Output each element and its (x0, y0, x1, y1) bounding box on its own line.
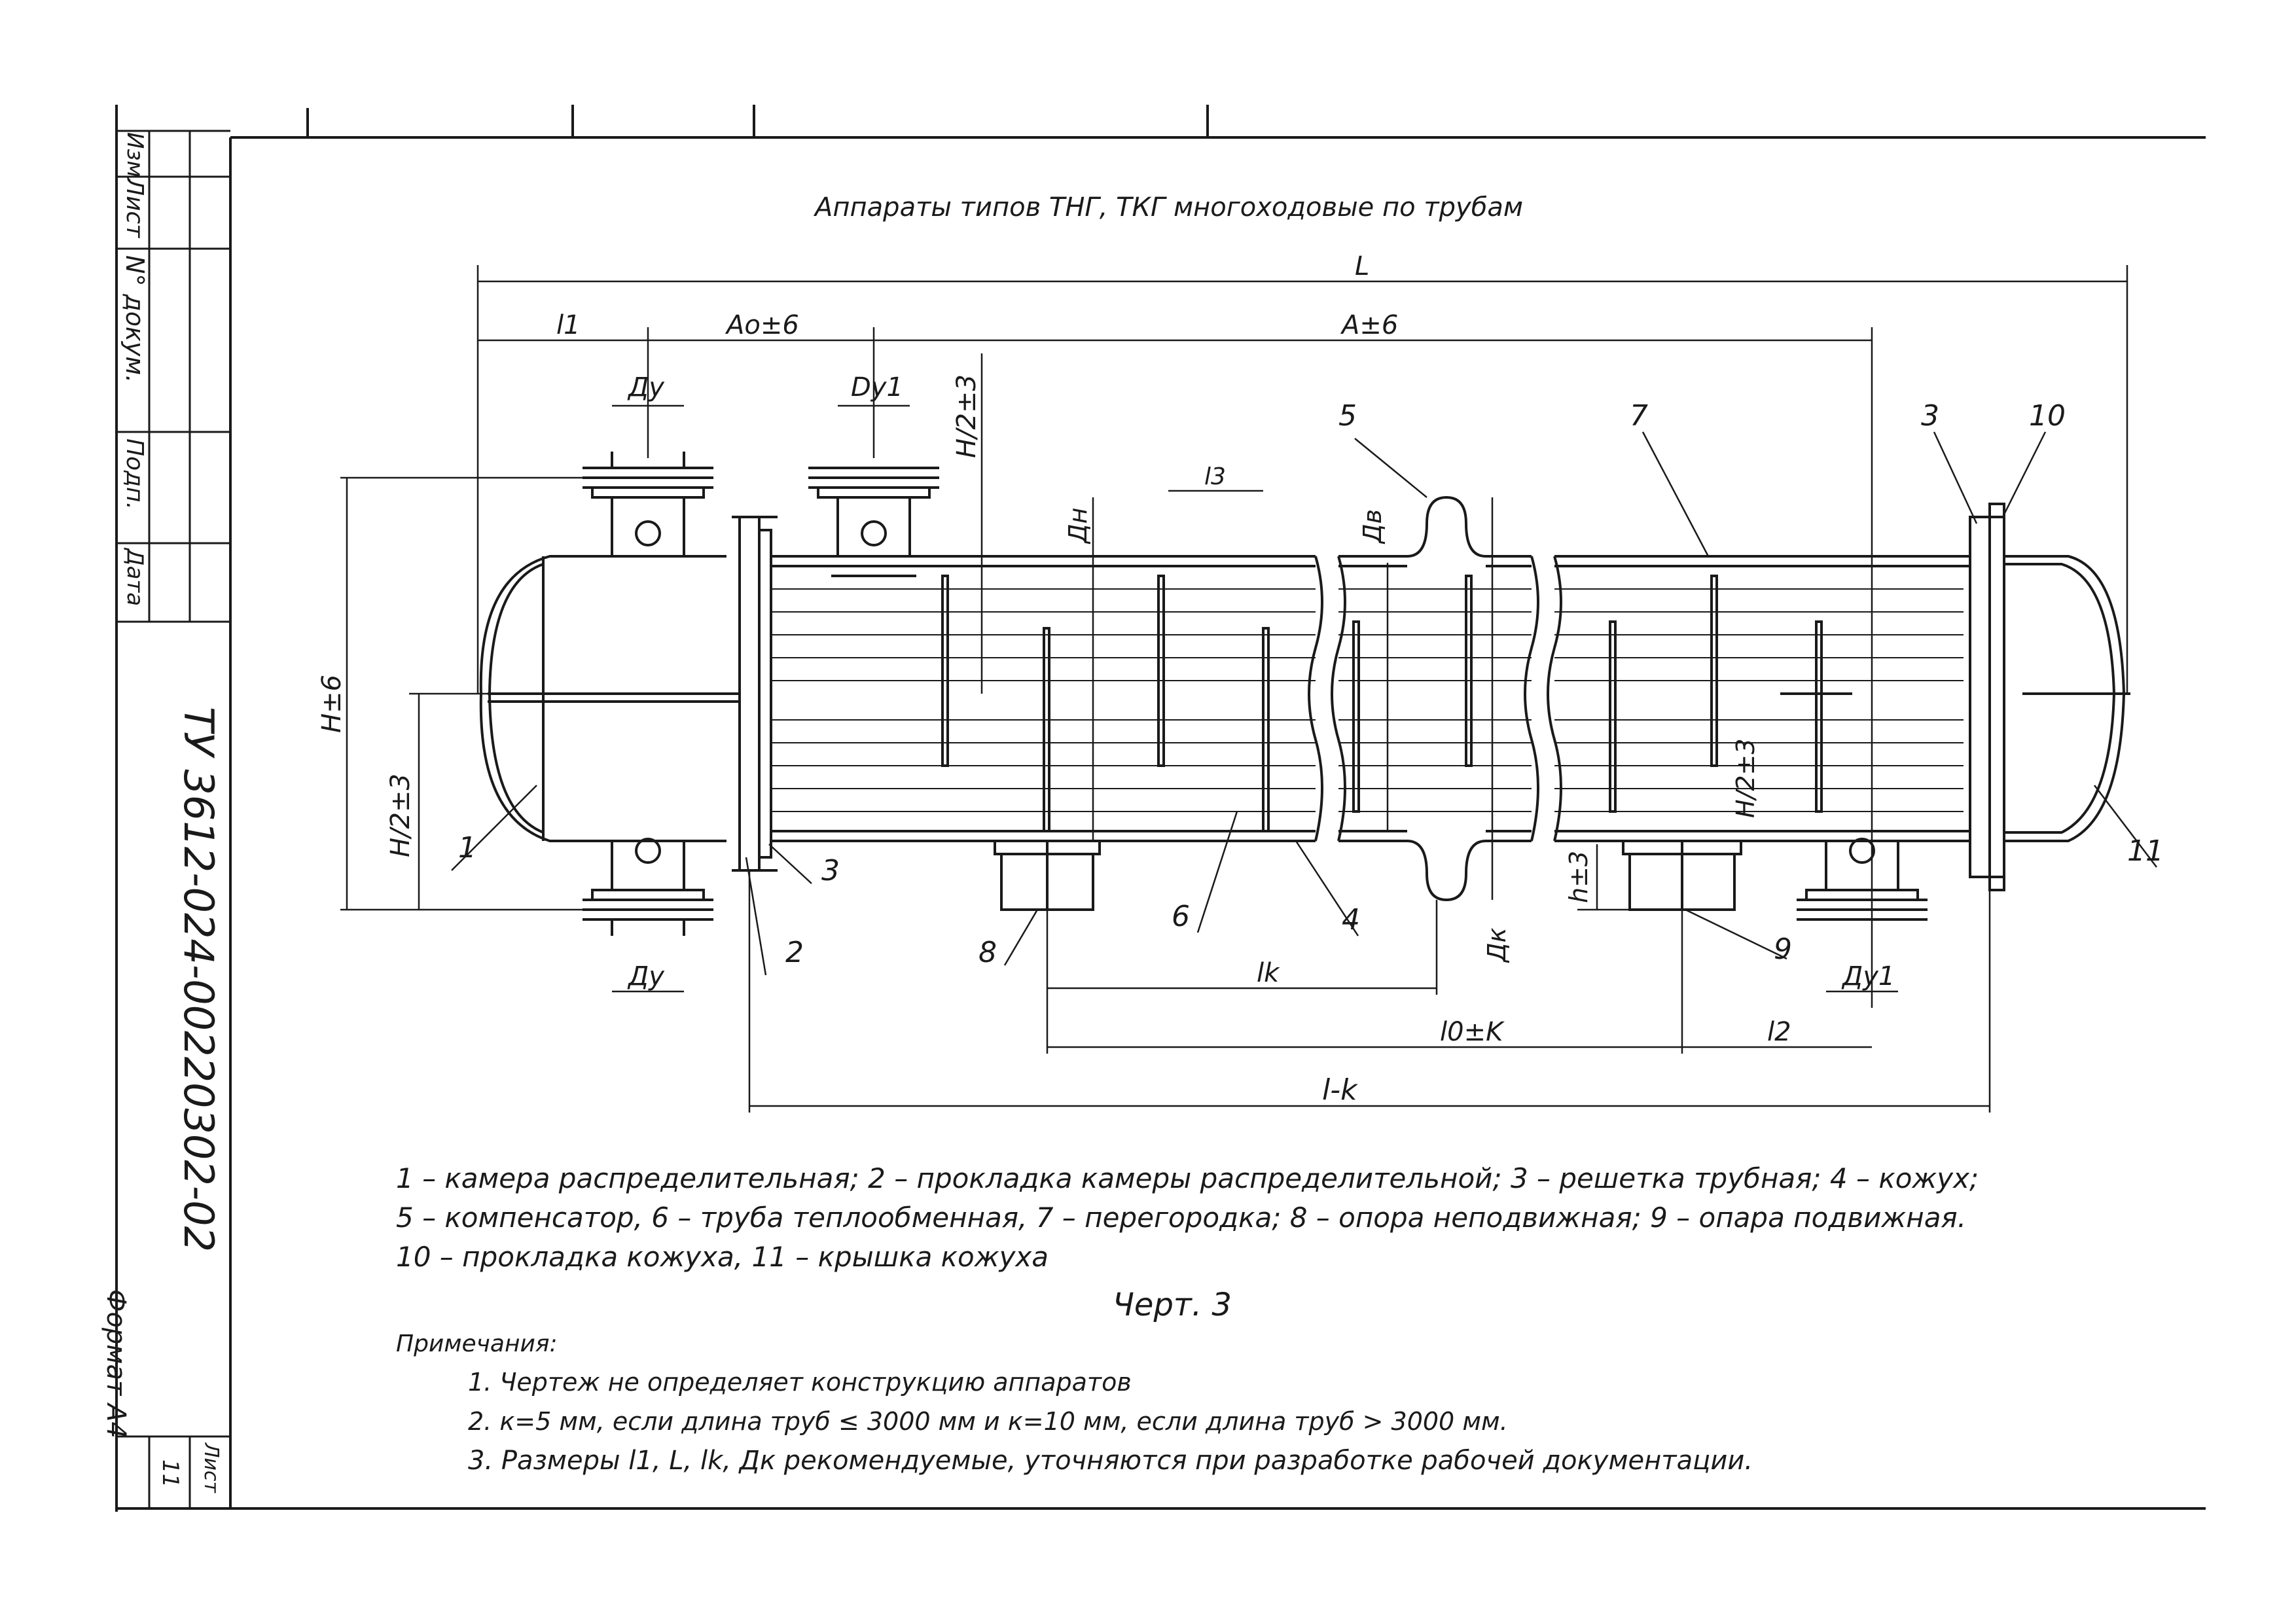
note-1: 1. Чертеж не определяет конструкцию аппа… (468, 1368, 1132, 1397)
dim-h: h±3 (1564, 851, 1593, 903)
dimension-labels: L l1 Ao±6 A±6 Ду Dy1 Ду Ду1 l3 lk l0±K l… (317, 251, 1895, 1107)
stamp-format: Формат А4 (101, 1289, 131, 1438)
legend-line-2: 5 – компенсатор, 6 – труба теплообменная… (396, 1202, 1966, 1234)
stamp-col-izm: Изм. (122, 132, 148, 185)
sheet-frame (115, 105, 2206, 1512)
page-title: Аппараты типов ТНГ, ТКГ многоходовые по … (813, 192, 1523, 223)
dim-l1: l1 (556, 310, 581, 340)
figure-label: Черт. 3 (1113, 1287, 1232, 1323)
callout-leaders (451, 431, 2157, 976)
notes-title: Примечания: (396, 1330, 558, 1357)
dim-Du-bottom: Ду (627, 961, 665, 991)
callout-9: 9 (1774, 933, 1792, 966)
dim-H2-left: H/2±3 (386, 774, 416, 857)
legend-line-3: 10 – прокладка кожуха, 11 – крышка кожух… (396, 1241, 1049, 1273)
legend-line-1: 1 – камера распределительная; 2 – прокла… (396, 1162, 1979, 1194)
dim-H: H±6 (317, 675, 347, 733)
stamp-col-list: Лист (121, 178, 148, 238)
callout-5: 5 (1338, 399, 1357, 433)
dim-lk-total: l-k (1322, 1073, 1358, 1107)
dim-l3: l3 (1204, 463, 1226, 490)
notes: Примечания: 1. Чертеж не определяет конс… (396, 1330, 1753, 1476)
stamp-designation: ТУ 3612-024-00220302-02 (175, 707, 223, 1253)
dim-A: A±6 (1340, 310, 1398, 340)
callout-1: 1 (458, 831, 476, 865)
callout-10: 10 (2029, 399, 2066, 433)
callout-4: 4 (1342, 903, 1360, 936)
revision-stamp (117, 130, 230, 1508)
dim-Du-top: Ду (627, 372, 665, 402)
legend: 1 – камера распределительная; 2 – прокла… (396, 1162, 1979, 1273)
dim-L: L (1355, 251, 1369, 281)
stamp-col-data: Дата (122, 548, 148, 607)
stamp-sheet-label: Лист (200, 1443, 223, 1493)
dim-lk: lk (1257, 958, 1280, 988)
callout-6: 6 (1172, 900, 1190, 933)
dimension-lines (340, 265, 2128, 1113)
dim-l2: l2 (1767, 1017, 1791, 1047)
note-3: 3. Размеры l1, L, lk, Дк рекомендуемые, … (468, 1446, 1753, 1476)
dim-Dv: Дв (1358, 509, 1387, 544)
stamp-col-podp: Подп. (121, 438, 148, 510)
note-2: 2. к=5 мм, если длина труб ≤ 3000 мм и к… (468, 1407, 1508, 1436)
callout-3-right: 3 (1921, 399, 1939, 433)
dim-Dk: Дк (1482, 927, 1511, 963)
callout-8: 8 (978, 936, 997, 969)
stamp-col-doc: N° докум. (120, 255, 149, 383)
dim-Dn: Дн (1064, 507, 1092, 544)
callout-3-left: 3 (821, 854, 840, 887)
dim-Du1-bottom: Ду1 (1841, 961, 1895, 991)
heat-exchanger-drawing (479, 452, 2130, 936)
dim-H2-top: H/2±3 (952, 374, 982, 458)
stamp-sheet-number: 11 (157, 1459, 183, 1488)
callout-7: 7 (1630, 399, 1648, 433)
callout-numbers: 1 2 3 3 4 5 6 7 8 9 10 11 (458, 399, 2164, 969)
dim-Du1-top: Dy1 (851, 372, 903, 402)
dim-l0k: l0±K (1440, 1017, 1505, 1047)
callout-11: 11 (2127, 834, 2164, 868)
dim-H2-mid: H/2±3 (1731, 738, 1760, 818)
callout-2: 2 (785, 936, 804, 969)
dim-A0: Ao±6 (725, 310, 799, 340)
